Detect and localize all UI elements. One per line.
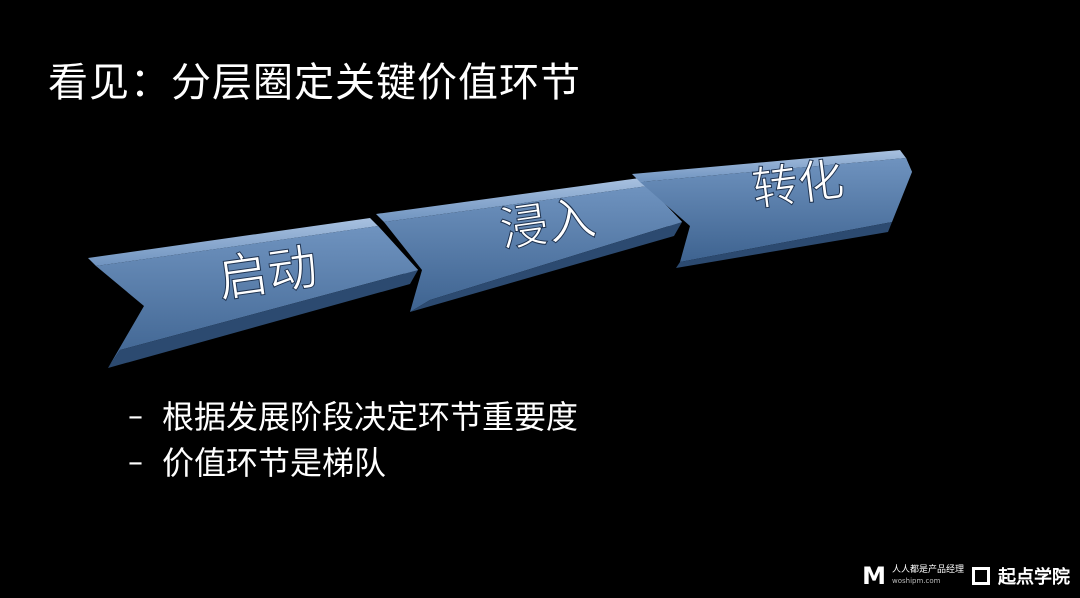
watermark-site: 人人都是产品经理 woshipm.com xyxy=(892,565,964,587)
bullet-dash: – xyxy=(128,399,143,434)
bullet-list: – 根据发展阶段决定环节重要度 – 价值环节是梯队 xyxy=(128,394,578,486)
watermark-brand: 起点学院 xyxy=(998,567,1070,588)
chevron-label-immerse: 浸入 xyxy=(496,190,599,259)
qidian-logo-icon xyxy=(972,567,990,585)
woshipm-logo: M xyxy=(862,562,886,590)
chevron-convert: 转化 xyxy=(632,150,912,268)
chevron-immerse: 浸入 xyxy=(376,178,682,312)
list-item: – 价值环节是梯队 xyxy=(128,440,578,486)
chevron-start: 启动 xyxy=(88,218,418,368)
chevron-label-start: 启动 xyxy=(214,237,321,308)
bullet-text: 价值环节是梯队 xyxy=(162,444,387,482)
watermark-site-url: woshipm.com xyxy=(891,577,941,585)
chevron-label-convert: 转化 xyxy=(749,152,847,217)
list-item: – 根据发展阶段决定环节重要度 xyxy=(128,394,578,440)
bullet-dash: – xyxy=(128,445,143,480)
watermark: M 人人都是产品经理 woshipm.com 起点学院 xyxy=(862,562,1070,590)
bullet-text: 根据发展阶段决定环节重要度 xyxy=(162,398,579,436)
slide-title: 看见：分层圈定关键价值环节 xyxy=(48,60,581,106)
watermark-site-name: 人人都是产品经理 xyxy=(891,565,964,575)
